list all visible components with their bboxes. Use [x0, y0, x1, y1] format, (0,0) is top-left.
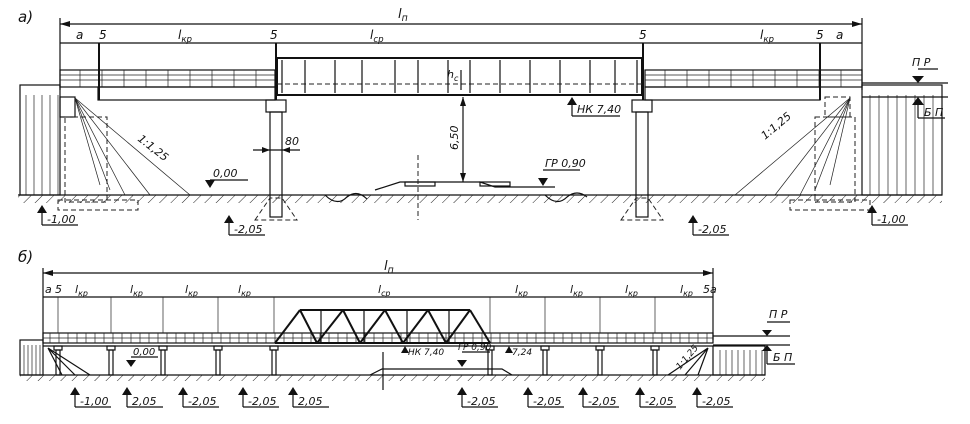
span-dim-label-b: lср: [378, 283, 390, 298]
elevation-value: -2,05: [533, 395, 561, 408]
pier-b: [158, 297, 168, 376]
left-span-railing: [59, 69, 276, 88]
elevation-marker-b: -2,05: [238, 387, 279, 408]
elevation-marker-a: -1,00: [37, 205, 78, 226]
pier-b: [106, 297, 116, 376]
elevation-value: -2,05: [588, 395, 616, 408]
span-dim-label-a: 5: [270, 28, 278, 42]
span-dim-label-b: a: [45, 283, 52, 296]
elevation-marker-b: -2,05: [578, 387, 619, 408]
gr-level-label-b: ГР 0,90: [458, 343, 492, 353]
bp-label-a: Б П: [924, 106, 943, 119]
pier-width-value: 80: [285, 135, 299, 148]
pier-b: [53, 297, 63, 376]
truss-span: [274, 309, 491, 344]
nk-level-label-b: НК 7,40: [408, 348, 444, 358]
elevation-value: -1,00: [877, 213, 905, 226]
elevation-marker-b: 2,05: [288, 387, 329, 408]
elevation-marker-b: -2,05: [457, 387, 498, 408]
elevation-value: -1,00: [47, 213, 75, 226]
left-embankment-b: [19, 339, 44, 376]
total-span-label-a: lп: [398, 7, 408, 24]
elevation-value: -2,05: [702, 395, 730, 408]
pr-label-a: П Р: [912, 56, 931, 69]
elevation-marker-a: -2,05: [224, 215, 265, 236]
elevation-value: -2,05: [645, 395, 673, 408]
elevation-marker-a: -1,00: [867, 205, 908, 226]
pier-right: [620, 99, 664, 221]
pier-b: [650, 297, 660, 376]
elevation-value: -2,05: [234, 223, 262, 236]
span-dim-label-b: lкр: [130, 283, 143, 298]
span-dim-label-b: lкр: [680, 283, 693, 298]
span-dim-label-b: 5: [703, 283, 710, 296]
gr-level-label-a: ГР 0,90: [545, 157, 586, 170]
pier-b: [485, 297, 495, 376]
elevation-value: 2,05: [298, 395, 323, 408]
span-dim-label-a: 5: [816, 28, 824, 42]
left-abutment: [19, 84, 139, 211]
span-dim-label-a: a: [76, 28, 83, 42]
span-dim-label-a: 5: [639, 28, 647, 42]
bp-label-b: Б П: [773, 351, 792, 364]
elevation-value: -1,00: [80, 395, 108, 408]
drawing-b-label: б): [18, 248, 33, 266]
elevation-marker-b: 2,05: [122, 387, 163, 408]
pr-label-b: П Р: [769, 308, 788, 321]
slope-right-label-b: 1:1,25: [675, 343, 701, 372]
elevation-value: -2,05: [188, 395, 216, 408]
elevation-marker-b: -2,05: [523, 387, 564, 408]
elevation-marker-b: -1,00: [70, 387, 111, 408]
elevation-value: -2,05: [248, 395, 276, 408]
slope-right-label: 1:1,25: [759, 110, 794, 143]
level-724-label-b: 7,24: [512, 348, 532, 358]
right-span-railing: [644, 69, 863, 88]
nk-level-label-a: НК 7,40: [577, 103, 621, 116]
elevation-marker-b: -2,05: [635, 387, 676, 408]
span-dim-label-b: lкр: [75, 283, 88, 298]
elevation-marker-a: -2,05: [688, 215, 729, 236]
elevation-value: -2,05: [698, 223, 726, 236]
span-dim-label-b: lкр: [515, 283, 528, 298]
pier-b: [595, 297, 605, 376]
elevation-marker-b: -2,05: [178, 387, 219, 408]
pier-b: [269, 297, 279, 376]
left-span-girder: [97, 86, 276, 101]
span-dim-label-b: lкр: [238, 283, 251, 298]
total-span-label-b: lп: [384, 259, 394, 276]
pier-left: [254, 99, 298, 221]
slope-left-label: 1:1,25: [135, 132, 171, 164]
span-dim-label-b: lкр: [570, 283, 583, 298]
girder-height-label: hc: [447, 68, 459, 83]
right-span-girder: [644, 86, 821, 101]
cone-slope-lines: [74, 97, 851, 196]
span-dim-label-b: a: [710, 283, 717, 296]
span-dim-label-b: 5: [55, 283, 62, 296]
ground-level-label-b: 0,00: [133, 347, 155, 358]
right-embankment-b: [712, 345, 766, 376]
elevation-value: 2,05: [132, 395, 157, 408]
clearance-value: 6,50: [448, 126, 461, 151]
elevation-marker-b: -2,05: [692, 387, 733, 408]
middle-span-girder: [276, 57, 643, 96]
drawing-b: б) 0,00 НК 7,40 ГР 0,90 7,24 1:1,25: [18, 248, 795, 408]
drawing-a-label: а): [18, 8, 33, 26]
span-dim-label-a: 5: [99, 28, 107, 42]
span-dim-label-a: a: [836, 28, 843, 42]
span-dim-label-b: lкр: [185, 283, 198, 298]
elevation-value: -2,05: [467, 395, 495, 408]
ground-level-label-a: 0,00: [213, 167, 238, 180]
span-dim-label-b: lкр: [625, 283, 638, 298]
drawing-a: а): [18, 8, 948, 236]
